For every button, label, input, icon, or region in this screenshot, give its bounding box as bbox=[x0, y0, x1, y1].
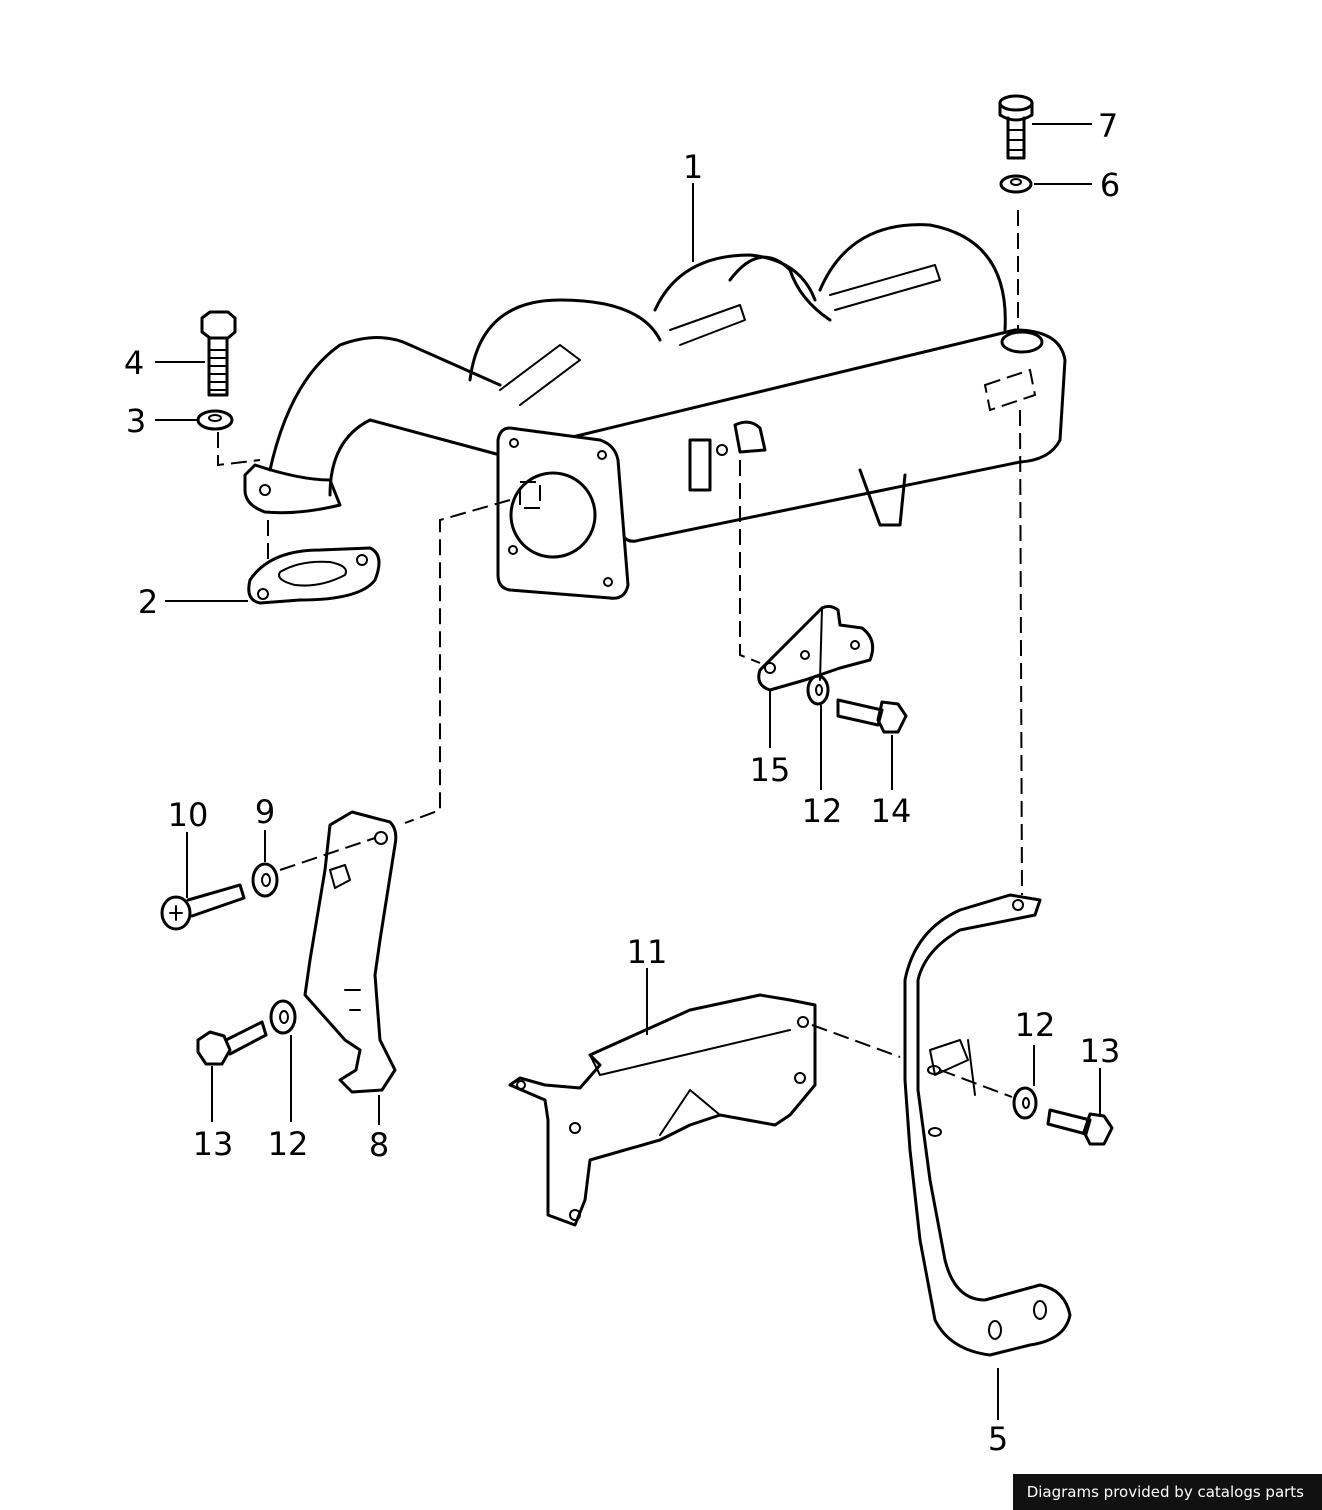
bracket-8 bbox=[303, 810, 398, 1094]
washer-12-left bbox=[269, 999, 297, 1035]
washer-12-right bbox=[1012, 1086, 1038, 1120]
socket-screw-10 bbox=[160, 883, 246, 931]
callout-9: 9 bbox=[255, 793, 275, 831]
callout-15: 15 bbox=[750, 751, 791, 789]
hex-bolt-4 bbox=[200, 310, 237, 397]
callout-12-right: 12 bbox=[1015, 1006, 1056, 1044]
callout-12-upper: 12 bbox=[802, 792, 843, 830]
hex-bolt-14 bbox=[836, 698, 908, 734]
callout-8: 8 bbox=[369, 1126, 389, 1164]
hex-bolt-13-right bbox=[1046, 1108, 1114, 1146]
bracket-5 bbox=[903, 893, 1072, 1357]
callout-10: 10 bbox=[168, 796, 209, 834]
leader-lines bbox=[155, 123, 1101, 1420]
callout-13-right: 13 bbox=[1080, 1032, 1121, 1070]
washer-3 bbox=[196, 409, 234, 431]
assembly-lines bbox=[217, 210, 1023, 1098]
bracket-15 bbox=[757, 604, 875, 692]
callout-2: 2 bbox=[138, 583, 158, 621]
washer-6 bbox=[999, 174, 1033, 194]
callout-6: 6 bbox=[1100, 166, 1120, 204]
callout-1: 1 bbox=[683, 148, 703, 186]
bracket-11 bbox=[508, 993, 817, 1227]
callout-4: 4 bbox=[124, 344, 144, 382]
hex-bolt-13-left bbox=[196, 1020, 268, 1066]
credit-footer: Diagrams provided by catalogs parts bbox=[1012, 1474, 1322, 1510]
socket-screw-7 bbox=[998, 94, 1034, 160]
callout-11: 11 bbox=[627, 933, 668, 971]
intake-manifold bbox=[243, 223, 1067, 600]
callout-5: 5 bbox=[988, 1420, 1008, 1458]
callout-13-left: 13 bbox=[193, 1125, 234, 1163]
callout-12-left: 12 bbox=[268, 1125, 309, 1163]
washer-12-upper bbox=[806, 674, 830, 706]
callout-7: 7 bbox=[1098, 107, 1118, 145]
callout-14: 14 bbox=[871, 792, 912, 830]
washer-9 bbox=[251, 862, 279, 898]
gasket bbox=[247, 546, 381, 605]
callout-3: 3 bbox=[126, 402, 146, 440]
